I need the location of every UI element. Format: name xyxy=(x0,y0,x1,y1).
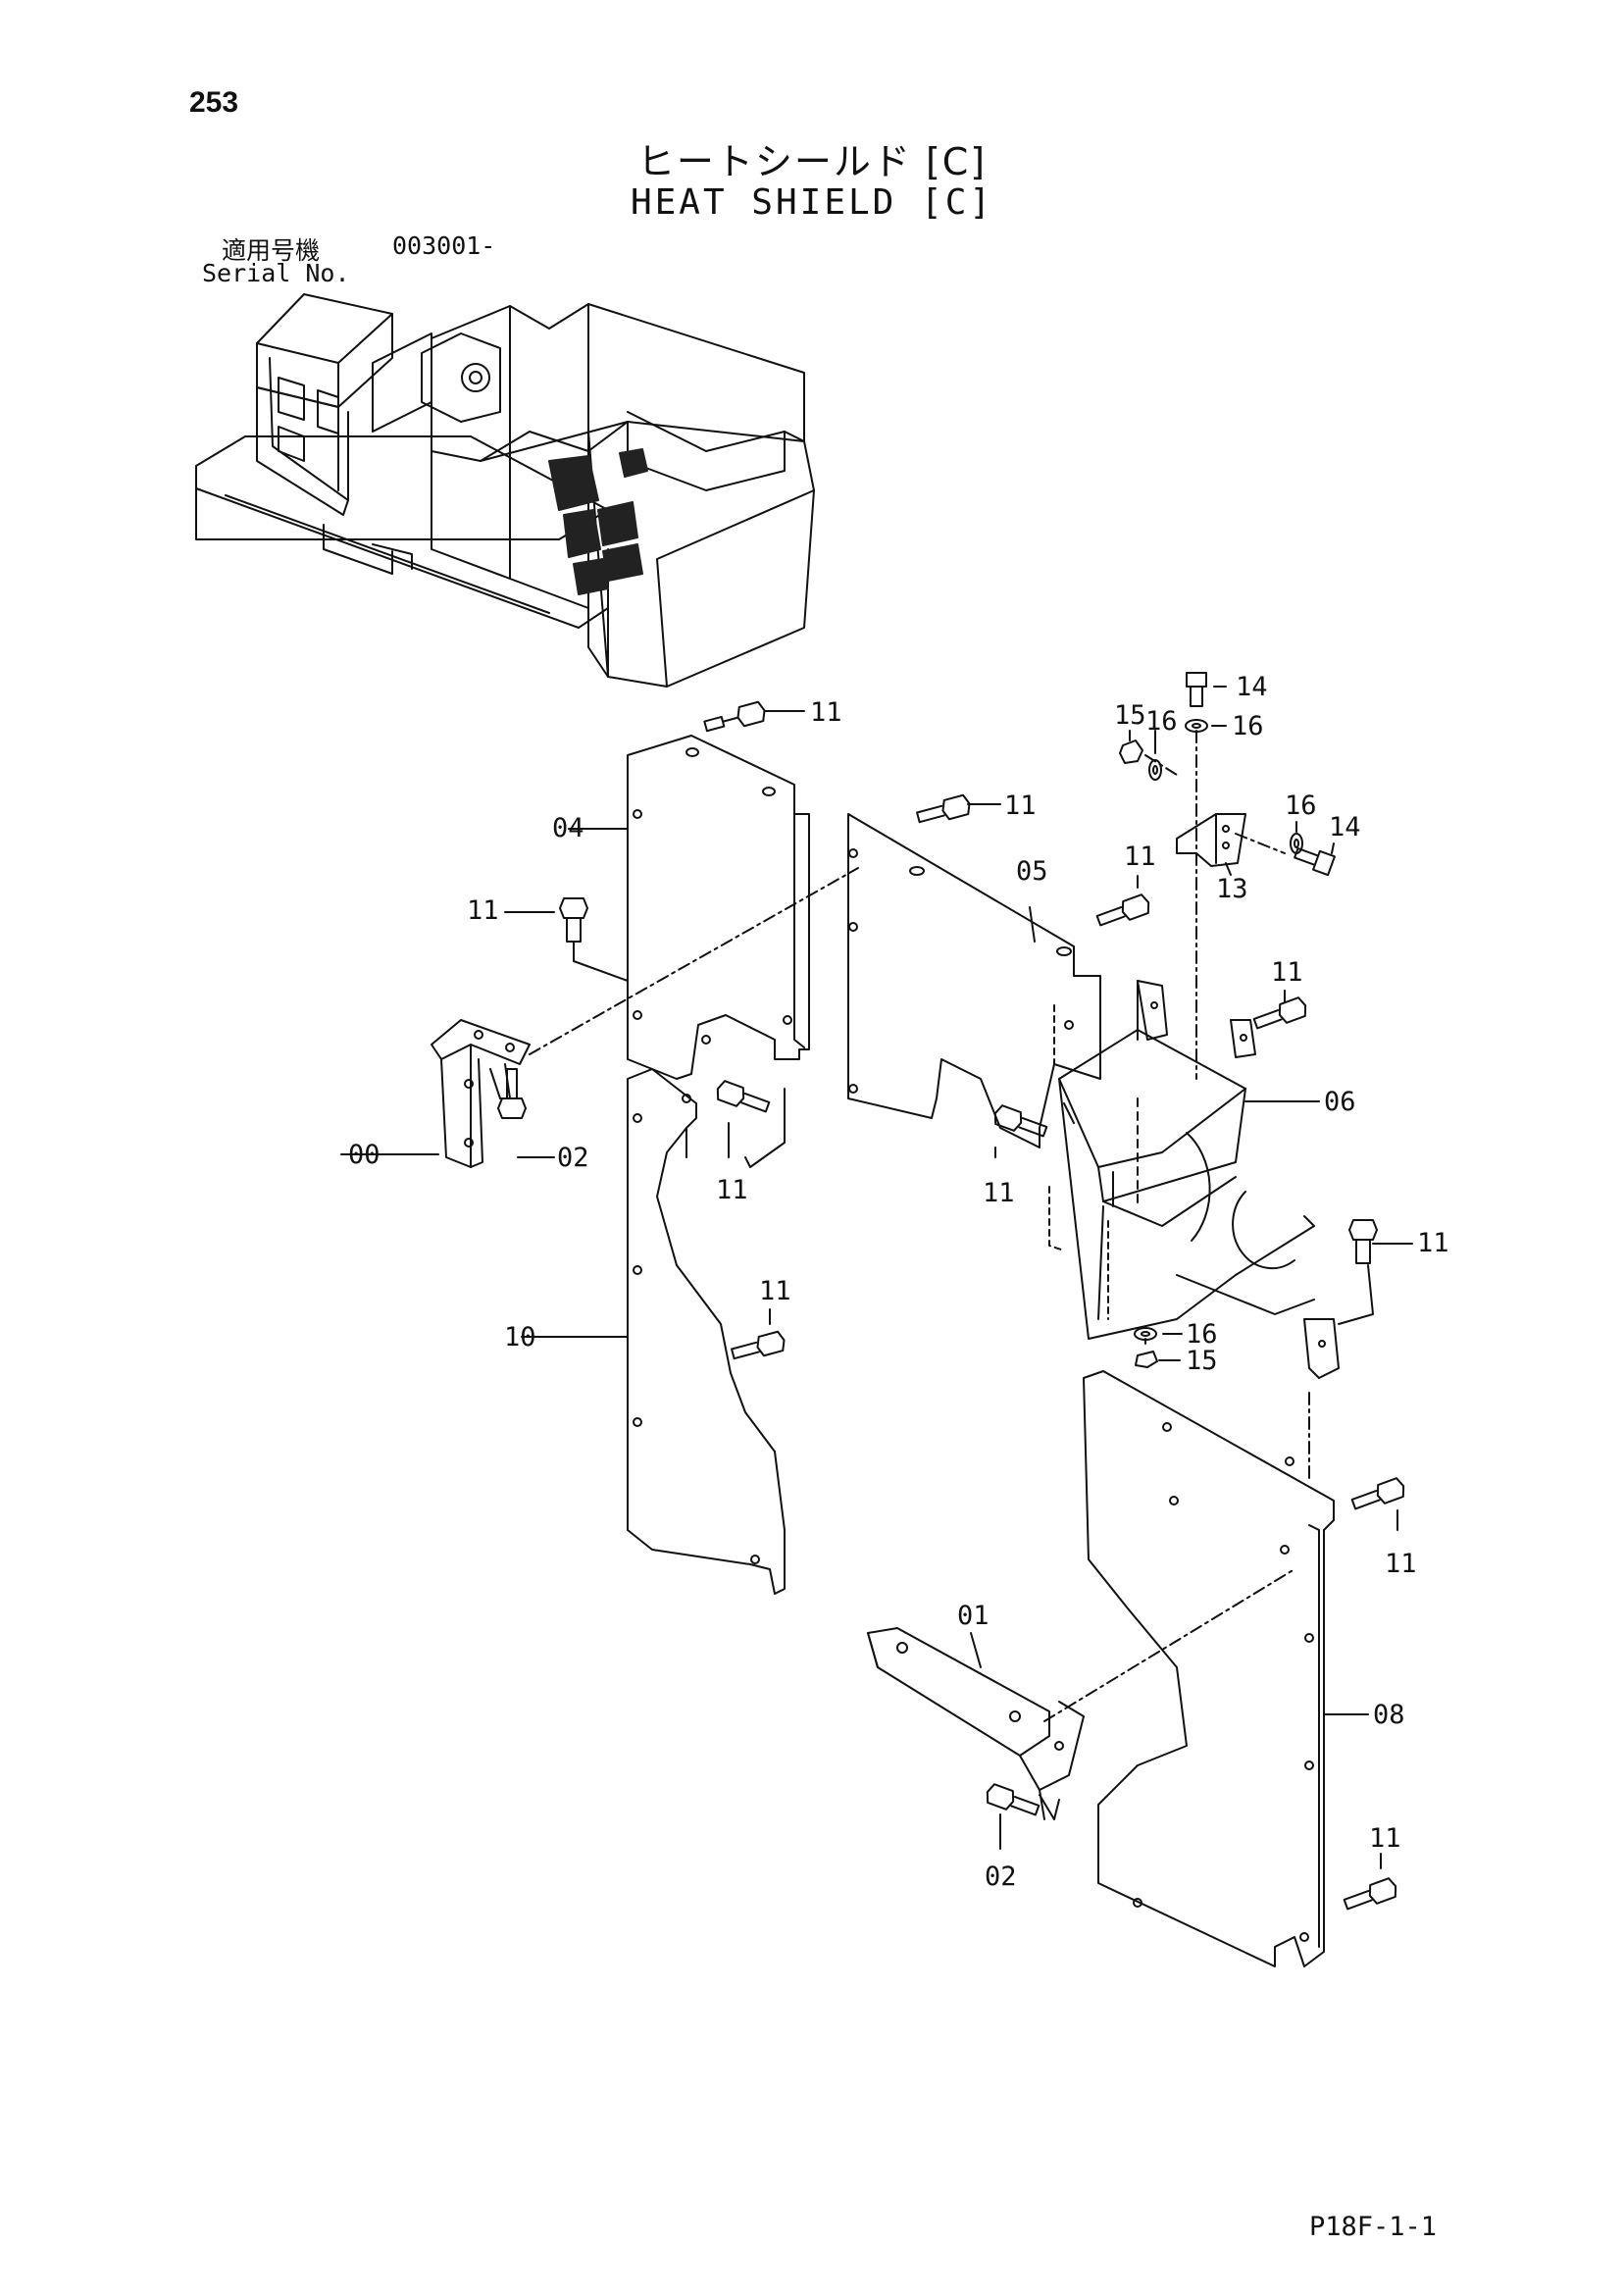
part-10-lower-left-panel xyxy=(627,1068,786,1595)
part-05-center-panel xyxy=(847,813,1101,1148)
callout-01: 01 xyxy=(957,1601,990,1631)
callout-02: 02 xyxy=(557,1143,589,1173)
diagram-title-english: HEAT SHIELD [C] xyxy=(630,182,994,223)
callout-16: 16 xyxy=(1232,711,1264,741)
callout-02: 02 xyxy=(985,1862,1017,1892)
callout-06: 06 xyxy=(1324,1087,1356,1117)
part-08-lower-right-panel xyxy=(1083,1370,1335,1967)
part-06-duct-box xyxy=(1048,980,1340,1379)
callout-16: 16 xyxy=(1145,706,1178,737)
callout-14: 14 xyxy=(1329,812,1361,842)
part-00-bracket xyxy=(431,1019,531,1168)
callout-11: 11 xyxy=(716,1175,748,1205)
callout-11: 11 xyxy=(1369,1823,1401,1854)
callout-11: 11 xyxy=(1417,1228,1449,1258)
part-04-upper-left-panel xyxy=(627,735,810,1080)
page-number: 253 xyxy=(189,86,239,119)
serial-label-english: Serial No. xyxy=(202,259,350,287)
part-13-small-bracket xyxy=(1176,813,1246,867)
bracket-lines xyxy=(573,941,1374,1820)
alignment-lines xyxy=(529,730,1310,1722)
callout-11: 11 xyxy=(1004,791,1037,821)
callout-13: 13 xyxy=(1216,874,1248,904)
page-footer-code: P18F-1-1 xyxy=(1309,2212,1438,2242)
hardware-fasteners xyxy=(497,672,1405,1911)
callout-labels: 11 11 11 11 11 11 11 11 11 11 11 14 14 1… xyxy=(348,672,1449,1892)
callout-16: 16 xyxy=(1186,1319,1218,1350)
callout-11: 11 xyxy=(467,895,499,926)
callout-00: 00 xyxy=(348,1140,381,1170)
callout-11: 11 xyxy=(810,697,842,728)
callout-11: 11 xyxy=(1385,1549,1417,1579)
callout-04: 04 xyxy=(552,813,584,843)
serial-number: 003001- xyxy=(392,231,496,260)
leader-lines xyxy=(340,686,1413,1869)
serial-label-japanese: 適用号機 xyxy=(222,236,321,265)
callout-10: 10 xyxy=(504,1322,536,1352)
callout-11: 11 xyxy=(759,1276,791,1306)
machine-overview-illustration xyxy=(195,293,815,688)
callout-14: 14 xyxy=(1236,672,1268,702)
callout-16: 16 xyxy=(1285,791,1317,821)
callout-11: 11 xyxy=(983,1178,1015,1208)
callout-15: 15 xyxy=(1186,1346,1218,1376)
callout-15: 15 xyxy=(1114,700,1146,731)
callout-08: 08 xyxy=(1373,1700,1405,1730)
callout-05: 05 xyxy=(1016,856,1048,887)
part-01-lower-bracket xyxy=(867,1627,1085,1820)
callout-11: 11 xyxy=(1271,957,1303,988)
callout-11: 11 xyxy=(1124,842,1156,872)
diagram-title-japanese: ヒートシールド [C] xyxy=(636,140,988,183)
